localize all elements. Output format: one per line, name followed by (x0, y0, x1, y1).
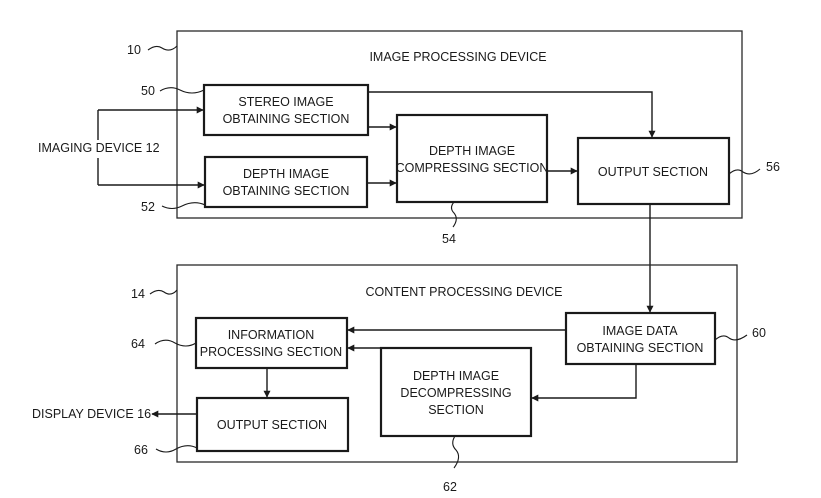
ref-54-leader (450, 201, 457, 228)
image-processing-device-frame (176, 30, 743, 219)
depth-image-decompressing-section: DEPTH IMAGE DECOMPRESSING SECTION (379, 346, 533, 438)
image-data-label-line2: OBTAINING SECTION (577, 341, 704, 355)
ref-60-leader (714, 334, 748, 341)
stereo-image-obtaining-section: STEREO IMAGE OBTAINING SECTION (202, 83, 370, 137)
image-output-ref: 56 (766, 160, 780, 174)
content-output-ref: 66 (134, 443, 148, 457)
depth-image-label-line1: DEPTH IMAGE (243, 167, 329, 181)
depth-image-compressing-section: DEPTH IMAGE COMPRESSING SECTION (396, 113, 549, 204)
decompressing-label-line3: SECTION (428, 403, 484, 417)
ref-10-leader (147, 45, 178, 51)
content-output-label: OUTPUT SECTION (217, 418, 327, 432)
stereo-to-output-arrow (368, 91, 656, 138)
decompressing-ref: 62 (443, 480, 457, 494)
decompressing-to-information-arrow (347, 344, 382, 361)
image-processing-device-title: IMAGE PROCESSING DEVICE (369, 50, 546, 64)
depth-image-label-line2: OBTAINING SECTION (223, 184, 350, 198)
decompressing-label-line1: DEPTH IMAGE (413, 369, 499, 383)
ref-66-leader (155, 445, 198, 453)
stereo-image-label-line1: STEREO IMAGE (238, 95, 333, 109)
decompressing-label-line2: DECOMPRESSING (400, 386, 511, 400)
information-ref: 64 (131, 337, 145, 351)
compressing-label-line2: COMPRESSING SECTION (396, 161, 549, 175)
ref-62-leader (452, 435, 460, 469)
image-data-to-decompressing-arrow (531, 364, 637, 402)
stereo-image-label-line2: OBTAINING SECTION (223, 112, 350, 126)
content-processing-device-title: CONTENT PROCESSING DEVICE (365, 285, 562, 299)
image-data-ref: 60 (752, 326, 766, 340)
image-output-section: OUTPUT SECTION (576, 136, 731, 206)
imaging-device-label: IMAGING DEVICE 12 (38, 141, 160, 155)
display-device-label: DISPLAY DEVICE 16 (32, 407, 151, 421)
image-data-label-line1: IMAGE DATA (602, 324, 678, 338)
image-processing-device-ref: 10 (127, 43, 141, 57)
depth-image-ref: 52 (141, 200, 155, 214)
information-processing-section: INFORMATION PROCESSING SECTION (194, 316, 349, 370)
stereo-image-ref: 50 (141, 84, 155, 98)
depth-image-obtaining-section: DEPTH IMAGE OBTAINING SECTION (203, 155, 369, 209)
content-processing-device-ref: 14 (131, 287, 145, 301)
ref-50-leader (159, 87, 205, 94)
information-label-line2: PROCESSING SECTION (200, 345, 342, 359)
information-label-line1: INFORMATION (228, 328, 315, 342)
content-output-section: OUTPUT SECTION (195, 396, 350, 453)
image-output-label: OUTPUT SECTION (598, 165, 708, 179)
image-data-obtaining-section: IMAGE DATA OBTAINING SECTION (564, 311, 717, 366)
compressing-label-line1: DEPTH IMAGE (429, 144, 515, 158)
ref-14-leader (149, 289, 178, 295)
compressing-ref: 54 (442, 232, 456, 246)
ref-52-leader (161, 202, 206, 210)
ref-64-leader (154, 339, 197, 347)
ref-56-leader (728, 168, 761, 175)
